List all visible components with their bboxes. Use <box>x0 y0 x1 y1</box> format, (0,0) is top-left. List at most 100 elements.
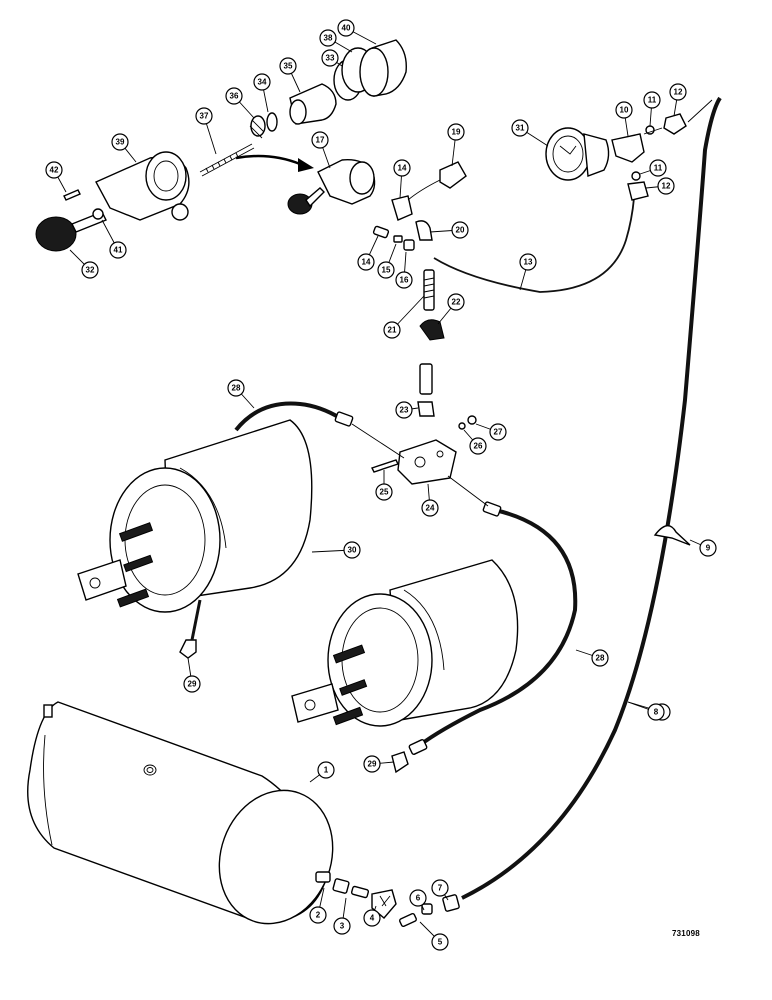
callout-number: 24 <box>426 504 435 513</box>
callout-c12a: 12 <box>669 83 687 117</box>
callout-c30: 30 <box>311 541 361 559</box>
callout-circle <box>647 703 665 721</box>
tee-nut <box>467 415 477 425</box>
brake-chamber-left <box>77 419 313 613</box>
callout-number: 28 <box>596 654 605 663</box>
callout-number: 5 <box>438 938 443 947</box>
fitting-23 <box>417 401 435 417</box>
callout-circle <box>519 253 537 271</box>
callout-number: 8 <box>654 708 659 717</box>
chamber-elbow-left-line <box>190 599 202 641</box>
callout-number: 14 <box>398 164 407 173</box>
nut-12-upper <box>663 113 687 135</box>
callout-number: 30 <box>348 546 357 555</box>
callout-c2: 2 <box>309 887 327 924</box>
callout-number: 28 <box>232 384 241 393</box>
callout-number: 17 <box>316 136 325 145</box>
callout-number: 29 <box>188 680 197 689</box>
callout-circle <box>309 906 327 924</box>
fitting-14-lower <box>372 225 390 239</box>
piston-35 <box>289 83 337 125</box>
callout-c13: 13 <box>519 253 537 291</box>
clamp-22 <box>419 319 445 341</box>
callout-c42: 42 <box>45 161 67 193</box>
fitting-16 <box>403 239 415 251</box>
nut-12-lower <box>627 181 649 201</box>
callout-c4: 4 <box>363 905 381 927</box>
callout-circle <box>489 423 507 441</box>
callout-circle <box>395 271 413 289</box>
callout-circle <box>253 73 271 91</box>
callout-labels: 1234567889101111121213141415161719202122… <box>45 19 717 951</box>
callout-circle <box>377 261 395 279</box>
callout-c27: 27 <box>475 423 507 441</box>
fitting-21-threads <box>423 277 435 299</box>
callout-circle <box>649 159 667 177</box>
callout-number: 12 <box>662 182 671 191</box>
callout-c15: 15 <box>377 243 397 279</box>
callout-c19: 19 <box>447 123 465 167</box>
callout-number: 3 <box>340 922 345 931</box>
valve-body-39 <box>95 151 190 221</box>
callout-number: 27 <box>494 428 503 437</box>
callout-number: 6 <box>416 894 421 903</box>
callout-number: 36 <box>230 92 239 101</box>
callout-number: 25 <box>380 488 389 497</box>
callout-c10: 10 <box>615 101 633 137</box>
callout-circle <box>657 177 675 195</box>
tee-10 <box>611 133 645 163</box>
brake-hose-lower <box>418 508 578 747</box>
switch-19-wire <box>407 179 441 201</box>
callout-c38: 38 <box>319 29 353 53</box>
callout-circle <box>383 321 401 339</box>
callout-c17: 17 <box>311 131 331 169</box>
callout-number: 32 <box>86 266 95 275</box>
callout-number: 33 <box>326 54 335 63</box>
callout-number: 11 <box>654 164 663 173</box>
callout-number: 35 <box>284 62 293 71</box>
callout-c32: 32 <box>69 249 99 279</box>
callout-c3: 3 <box>333 897 351 935</box>
fitting-15 <box>393 235 403 243</box>
callout-circle <box>363 755 381 773</box>
callout-circle <box>451 221 469 239</box>
callout-c6: 6 <box>409 889 427 911</box>
callout-c9: 9 <box>689 539 717 557</box>
callout-number: 41 <box>114 246 123 255</box>
callout-circle <box>669 83 687 101</box>
callout-c16: 16 <box>395 251 413 289</box>
callout-c28b: 28 <box>575 649 609 667</box>
switch-19 <box>439 161 467 189</box>
stem-37-threads <box>205 152 239 173</box>
hose-fitting-lower-end <box>408 739 428 755</box>
callout-circle <box>109 241 127 259</box>
fitting-11-lower <box>631 171 641 181</box>
nut-41 <box>92 208 104 220</box>
callout-c34: 34 <box>253 73 271 113</box>
drawing-number: 731098 <box>672 929 700 938</box>
callout-c11b: 11 <box>639 159 667 177</box>
callout-circle <box>643 91 661 109</box>
callout-number: 31 <box>516 124 525 133</box>
callout-number: 40 <box>342 24 351 33</box>
callout-circle <box>699 539 717 557</box>
fitting-21-lower <box>419 363 433 395</box>
callout-c33: 33 <box>321 49 343 67</box>
callout-c29a: 29 <box>183 657 201 693</box>
callout-circle <box>45 161 63 179</box>
callout-circle <box>343 541 361 559</box>
callout-number: 9 <box>706 544 711 553</box>
chamber-elbow-right <box>391 751 409 774</box>
callout-circle <box>395 401 413 419</box>
callout-circle <box>393 159 411 177</box>
callout-number: 10 <box>620 106 629 115</box>
callout-circle <box>469 437 487 455</box>
pressure-gauge <box>545 127 610 181</box>
callout-number: 42 <box>50 166 59 175</box>
callout-c11a: 11 <box>643 91 661 127</box>
callout-circle <box>195 107 213 125</box>
callout-circle <box>333 917 351 935</box>
callout-number: 23 <box>400 406 409 415</box>
callout-circle <box>319 29 337 47</box>
callout-number: 34 <box>258 78 267 87</box>
